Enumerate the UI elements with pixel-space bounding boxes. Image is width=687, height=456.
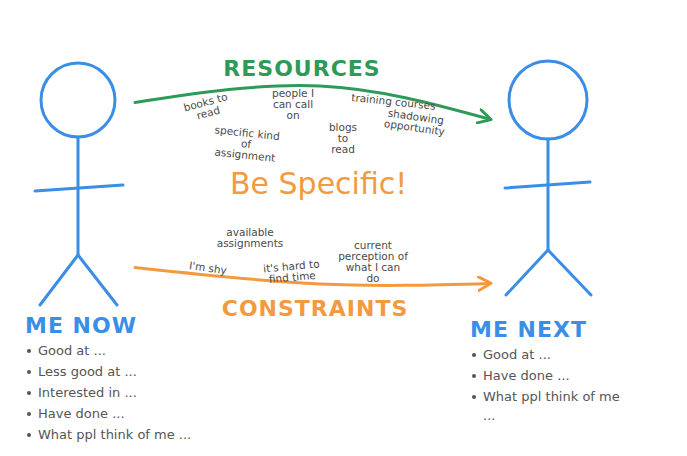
bullet-row: Interested in ...	[25, 383, 235, 402]
figure-text-block: ME NEXT Good at ... Have done ... What ppl …	[470, 317, 620, 425]
figure-heading: ME NEXT	[470, 317, 587, 342]
figure-body	[77, 137, 80, 255]
bullet-row: Less good at ...	[25, 362, 235, 381]
bullet-item: What ppl think of me ...	[38, 427, 191, 442]
bullet-row: What ppl think of me ...	[25, 425, 235, 444]
figure-text-block: ME NOW Good at ... Less good at ... Interes…	[25, 313, 235, 444]
figure-head	[41, 63, 115, 137]
handwritten-note: people I can call on	[268, 88, 318, 121]
figure-body	[547, 139, 550, 250]
figure-heading-row: ME NOW	[25, 313, 235, 339]
bullet-item: Good at ...	[483, 347, 551, 362]
bullet-item: Have done ...	[38, 406, 125, 421]
figure-arms	[35, 185, 123, 191]
handwritten-note: current perception of what I can do	[338, 240, 408, 284]
figure-head	[509, 61, 587, 139]
bullet-dot	[27, 412, 31, 416]
bullet-item: Interested in ...	[38, 385, 137, 400]
bullet-row: Have done ...	[25, 404, 235, 423]
figure-leg	[78, 255, 117, 305]
bullet-dot	[27, 349, 31, 353]
bullet-row: Good at ...	[25, 341, 235, 360]
figure-leg	[548, 250, 591, 295]
figure-heading-row: ME NEXT	[470, 317, 620, 343]
bullet-row: Have done ...	[470, 366, 620, 385]
stick-figure: ME NOWGood at ...Less good at ...Interes…	[25, 60, 135, 310]
bullet-dot	[27, 433, 31, 437]
handwritten-note: available assignments	[214, 227, 286, 249]
arrow-label: CONSTRAINTS	[222, 296, 409, 321]
handwritten-note: specific kind of assignment	[209, 124, 284, 164]
handwritten-note: books to read	[178, 90, 236, 125]
figure-leg	[506, 250, 548, 295]
handwritten-note: I'm shy	[188, 260, 241, 278]
handwritten-note: shadowing opportunity	[375, 106, 455, 139]
handwritten-note: it's hard to find time	[256, 258, 328, 286]
figure-outline	[25, 60, 135, 310]
stick-figure: ME NEXTGood at ...Have done ...What ppl …	[490, 58, 605, 303]
figure-arms	[505, 182, 590, 188]
handwritten-note: blogs to read	[326, 122, 360, 155]
figure-outline	[490, 58, 605, 303]
bullet-dot	[472, 353, 476, 357]
bullet-dot	[472, 374, 476, 378]
bullet-item: What ppl think of me ...	[483, 389, 620, 423]
bullet-item: Good at ...	[38, 343, 106, 358]
bullet-row: Good at ...	[470, 345, 620, 364]
bullet-item: Have done ...	[483, 368, 570, 383]
bullet-dot	[472, 395, 476, 399]
bullet-row: What ppl think of me ...	[470, 387, 620, 425]
bullet-dot	[27, 370, 31, 374]
bullet-dot	[27, 391, 31, 395]
emphasis-note: Be Specific!	[230, 168, 450, 200]
bullet-item: Less good at ...	[38, 364, 137, 379]
figure-heading: ME NOW	[25, 313, 137, 338]
arrow-label: RESOURCES	[223, 56, 380, 81]
figure-leg	[40, 255, 78, 305]
